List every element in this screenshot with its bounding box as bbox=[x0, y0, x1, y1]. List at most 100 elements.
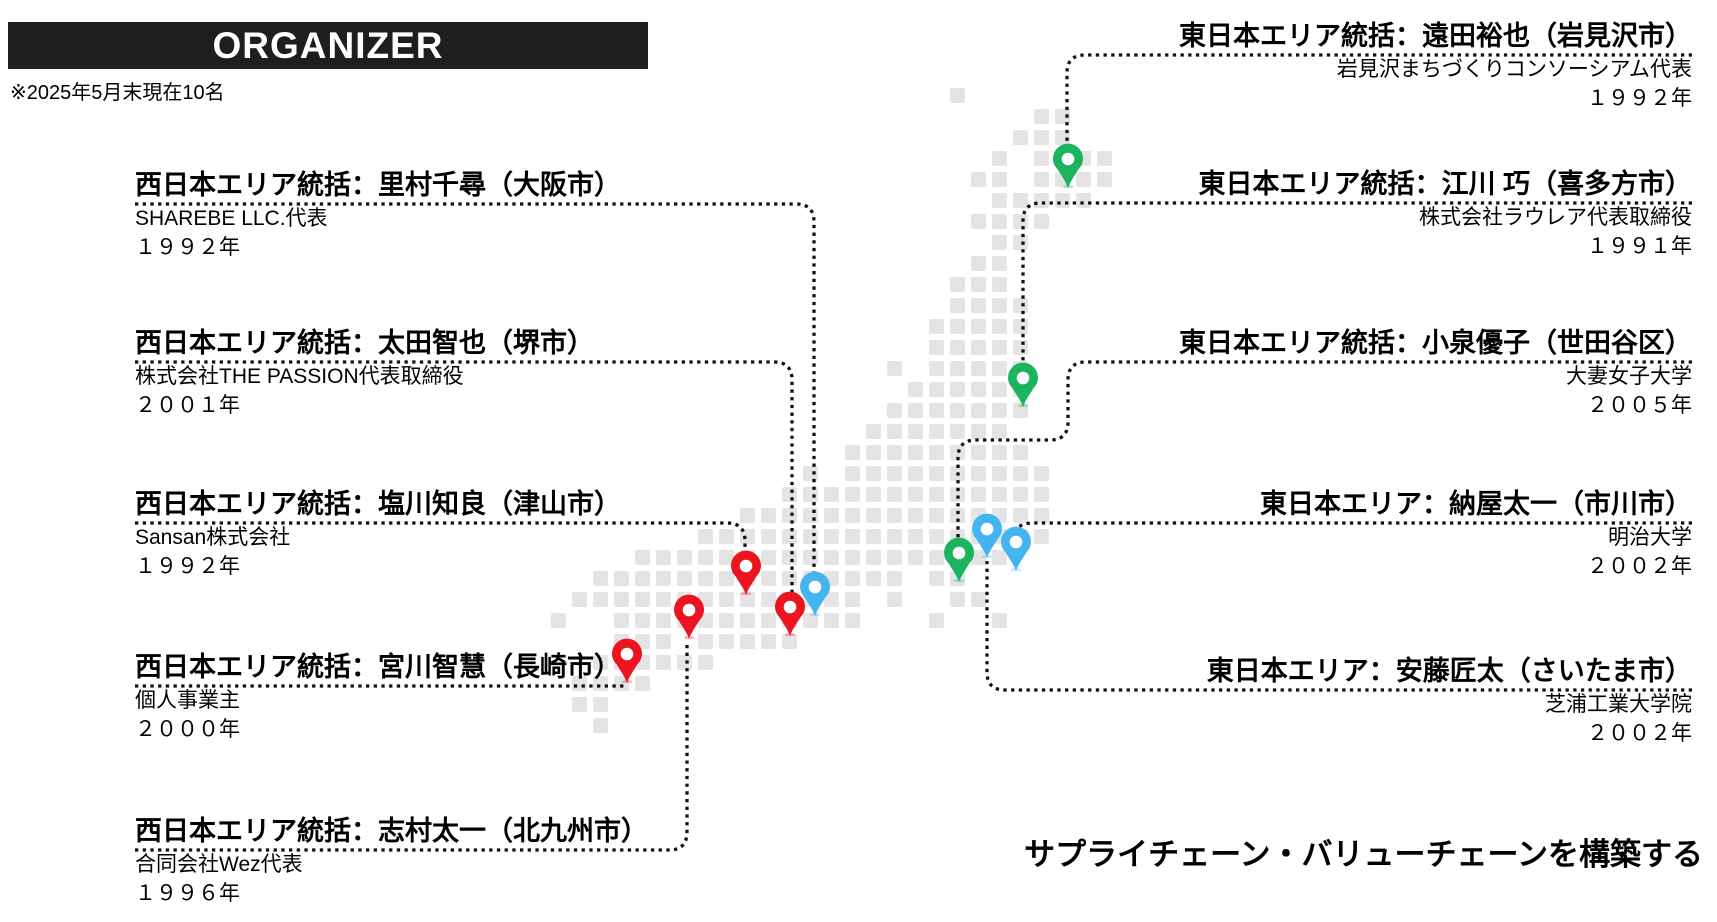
map-square bbox=[887, 592, 902, 607]
map-square bbox=[908, 445, 923, 460]
map-square bbox=[698, 529, 713, 544]
map-square bbox=[950, 361, 965, 376]
map-square bbox=[824, 487, 839, 502]
member-year: ２００５年 bbox=[1587, 394, 1692, 417]
map-square bbox=[698, 634, 713, 649]
member-org: 個人事業主 bbox=[135, 689, 240, 712]
map-square bbox=[740, 634, 755, 649]
dotted-connector-line bbox=[135, 642, 689, 852]
member-year: １９９２年 bbox=[135, 236, 240, 259]
map-square bbox=[992, 466, 1007, 481]
member-title: 東日本エリア統括：小泉優子（世田谷区） bbox=[1179, 328, 1692, 358]
map-square bbox=[740, 529, 755, 544]
member-title: 東日本エリア：納屋太一（市川市） bbox=[1260, 489, 1692, 519]
map-square bbox=[929, 529, 944, 544]
map-square bbox=[656, 655, 671, 670]
member-title: 西日本エリア統括：里村千尋（大阪市） bbox=[135, 170, 621, 200]
map-square bbox=[656, 634, 671, 649]
map-square bbox=[719, 613, 734, 628]
map-square bbox=[887, 550, 902, 565]
map-square bbox=[992, 424, 1007, 439]
map-square bbox=[782, 508, 797, 523]
map-square bbox=[593, 655, 608, 670]
map-square bbox=[761, 550, 776, 565]
map-square bbox=[845, 550, 860, 565]
member-year: １９９２年 bbox=[135, 555, 240, 578]
map-square bbox=[866, 487, 881, 502]
map-square bbox=[593, 592, 608, 607]
map-square bbox=[971, 256, 986, 271]
member-year: １９９１年 bbox=[1587, 235, 1692, 258]
member-title: 西日本エリア統括：塩川知良（津山市） bbox=[135, 489, 621, 519]
map-square bbox=[698, 571, 713, 586]
pin-saitama-icon bbox=[972, 513, 1002, 558]
map-square bbox=[635, 613, 650, 628]
map-square bbox=[845, 445, 860, 460]
map-square bbox=[656, 613, 671, 628]
map-square bbox=[761, 508, 776, 523]
map-square bbox=[740, 508, 755, 523]
map-square bbox=[1013, 319, 1028, 334]
map-square bbox=[866, 529, 881, 544]
map-square bbox=[992, 550, 1007, 565]
member-year: ２００１年 bbox=[135, 394, 240, 417]
map-square bbox=[803, 550, 818, 565]
map-square bbox=[950, 592, 965, 607]
map-square bbox=[908, 550, 923, 565]
map-square bbox=[719, 529, 734, 544]
pin-tsuyama-icon bbox=[731, 550, 761, 595]
member-entry-east-4: 東日本エリア：納屋太一（市川市） 明治大学 ２００２年 bbox=[1260, 489, 1692, 578]
member-title: 東日本エリア統括：江川 巧（喜多方市） bbox=[1198, 169, 1692, 199]
map-square bbox=[971, 214, 986, 229]
map-square bbox=[1076, 193, 1091, 208]
map-square bbox=[866, 445, 881, 460]
map-square bbox=[971, 298, 986, 313]
map-square bbox=[1034, 529, 1049, 544]
map-square bbox=[929, 361, 944, 376]
map-square bbox=[929, 403, 944, 418]
map-square bbox=[1076, 172, 1091, 187]
map-square bbox=[1013, 487, 1028, 502]
map-square bbox=[635, 550, 650, 565]
map-square bbox=[887, 361, 902, 376]
map-square bbox=[1013, 235, 1028, 250]
map-square bbox=[803, 466, 818, 481]
map-square bbox=[1055, 130, 1070, 145]
map-square bbox=[635, 676, 650, 691]
map-square bbox=[992, 151, 1007, 166]
map-square bbox=[803, 487, 818, 502]
map-square bbox=[908, 487, 923, 502]
map-square bbox=[992, 613, 1007, 628]
map-square bbox=[719, 634, 734, 649]
map-square bbox=[593, 676, 608, 691]
map-square bbox=[866, 424, 881, 439]
member-entry-east-2: 東日本エリア統括：江川 巧（喜多方市） 株式会社ラウレア代表取締役 １９９１年 bbox=[1198, 169, 1692, 258]
organizer-banner: ORGANIZER bbox=[8, 22, 648, 69]
map-square bbox=[971, 403, 986, 418]
map-square bbox=[845, 613, 860, 628]
map-square bbox=[929, 571, 944, 586]
map-square bbox=[614, 613, 629, 628]
map-square bbox=[1013, 193, 1028, 208]
map-square bbox=[845, 466, 860, 481]
map-square bbox=[1013, 130, 1028, 145]
map-square bbox=[824, 529, 839, 544]
map-square bbox=[992, 298, 1007, 313]
map-square bbox=[908, 508, 923, 523]
map-square bbox=[866, 466, 881, 481]
map-square bbox=[1034, 193, 1049, 208]
map-square bbox=[929, 340, 944, 355]
map-square bbox=[887, 466, 902, 481]
map-square bbox=[992, 235, 1007, 250]
map-square bbox=[593, 718, 608, 733]
map-square bbox=[1034, 151, 1049, 166]
map-square bbox=[887, 508, 902, 523]
headcount-note: ※2025年5月末現在10名 bbox=[10, 82, 225, 104]
member-entry-west-3: 西日本エリア統括：塩川知良（津山市） Sansan株式会社 １９９２年 bbox=[135, 489, 621, 578]
map-square bbox=[803, 529, 818, 544]
map-square bbox=[950, 508, 965, 523]
map-square bbox=[908, 466, 923, 481]
pin-kitakata-icon bbox=[1008, 362, 1038, 407]
